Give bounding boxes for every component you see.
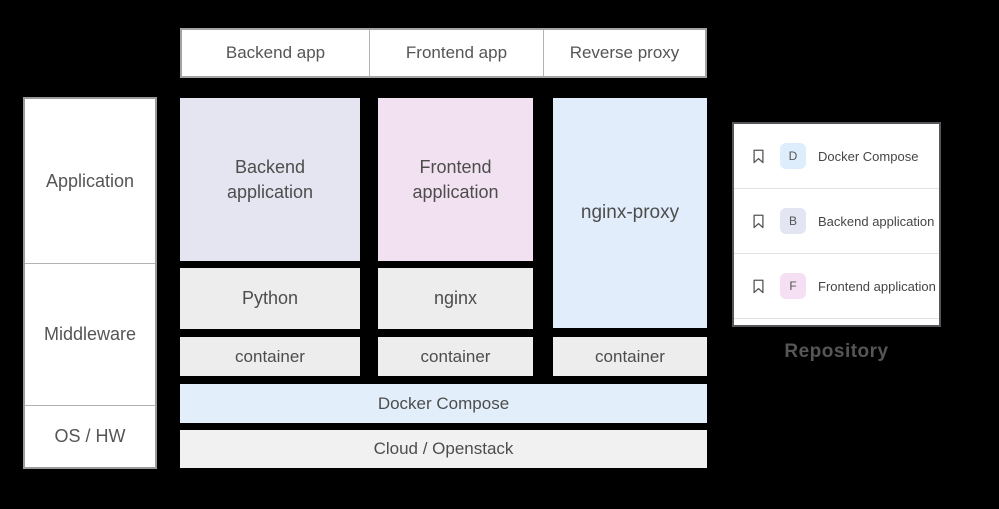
docker-compose-bar: Docker Compose: [180, 384, 707, 423]
repository-panel: D Docker Compose B Backend application F…: [732, 122, 941, 327]
nginx-proxy-box: nginx-proxy: [553, 98, 707, 328]
python-box: Python: [180, 268, 360, 329]
repo-item-label: Frontend application: [818, 278, 936, 294]
repo-item-label: Backend application: [818, 213, 935, 229]
column-header-row: Backend app Frontend app Reverse proxy: [180, 28, 707, 78]
repo-badge-b: B: [780, 208, 806, 234]
repository-item-frontend-application: F Frontend application: [734, 254, 939, 319]
container-box-frontend: container: [378, 337, 533, 376]
repo-badge-d: D: [780, 143, 806, 169]
container-box-backend: container: [180, 337, 360, 376]
layer-application: Application: [25, 99, 155, 264]
repository-item-backend-application: B Backend application: [734, 189, 939, 254]
column-header-reverse-proxy: Reverse proxy: [569, 43, 680, 62]
frontend-application-label: Frontend application: [412, 157, 499, 202]
column-header-frontend-app: Frontend app: [370, 30, 544, 76]
bookmark-icon: [753, 214, 764, 228]
layer-label-column: Application Middleware OS / HW: [23, 97, 157, 469]
nginx-box: nginx: [378, 268, 533, 329]
cloud-openstack-bar: Cloud / Openstack: [180, 430, 707, 468]
bookmark-icon: [753, 149, 764, 163]
layer-os-hw: OS / HW: [54, 426, 126, 446]
repo-badge-f: F: [780, 273, 806, 299]
backend-application-box: Backend application: [180, 98, 360, 261]
repository-title: Repository: [784, 341, 889, 362]
nginx-proxy-label: nginx-proxy: [580, 202, 680, 224]
container-box-proxy: container: [553, 337, 707, 376]
layer-middleware: Middleware: [25, 264, 155, 406]
frontend-application-box: Frontend application: [378, 98, 533, 261]
repository-item-docker-compose: D Docker Compose: [734, 124, 939, 189]
column-header-backend-app: Backend app: [182, 30, 370, 76]
repo-item-label: Docker Compose: [818, 148, 919, 164]
backend-application-label: Backend application: [226, 157, 314, 202]
bookmark-icon: [753, 279, 764, 293]
